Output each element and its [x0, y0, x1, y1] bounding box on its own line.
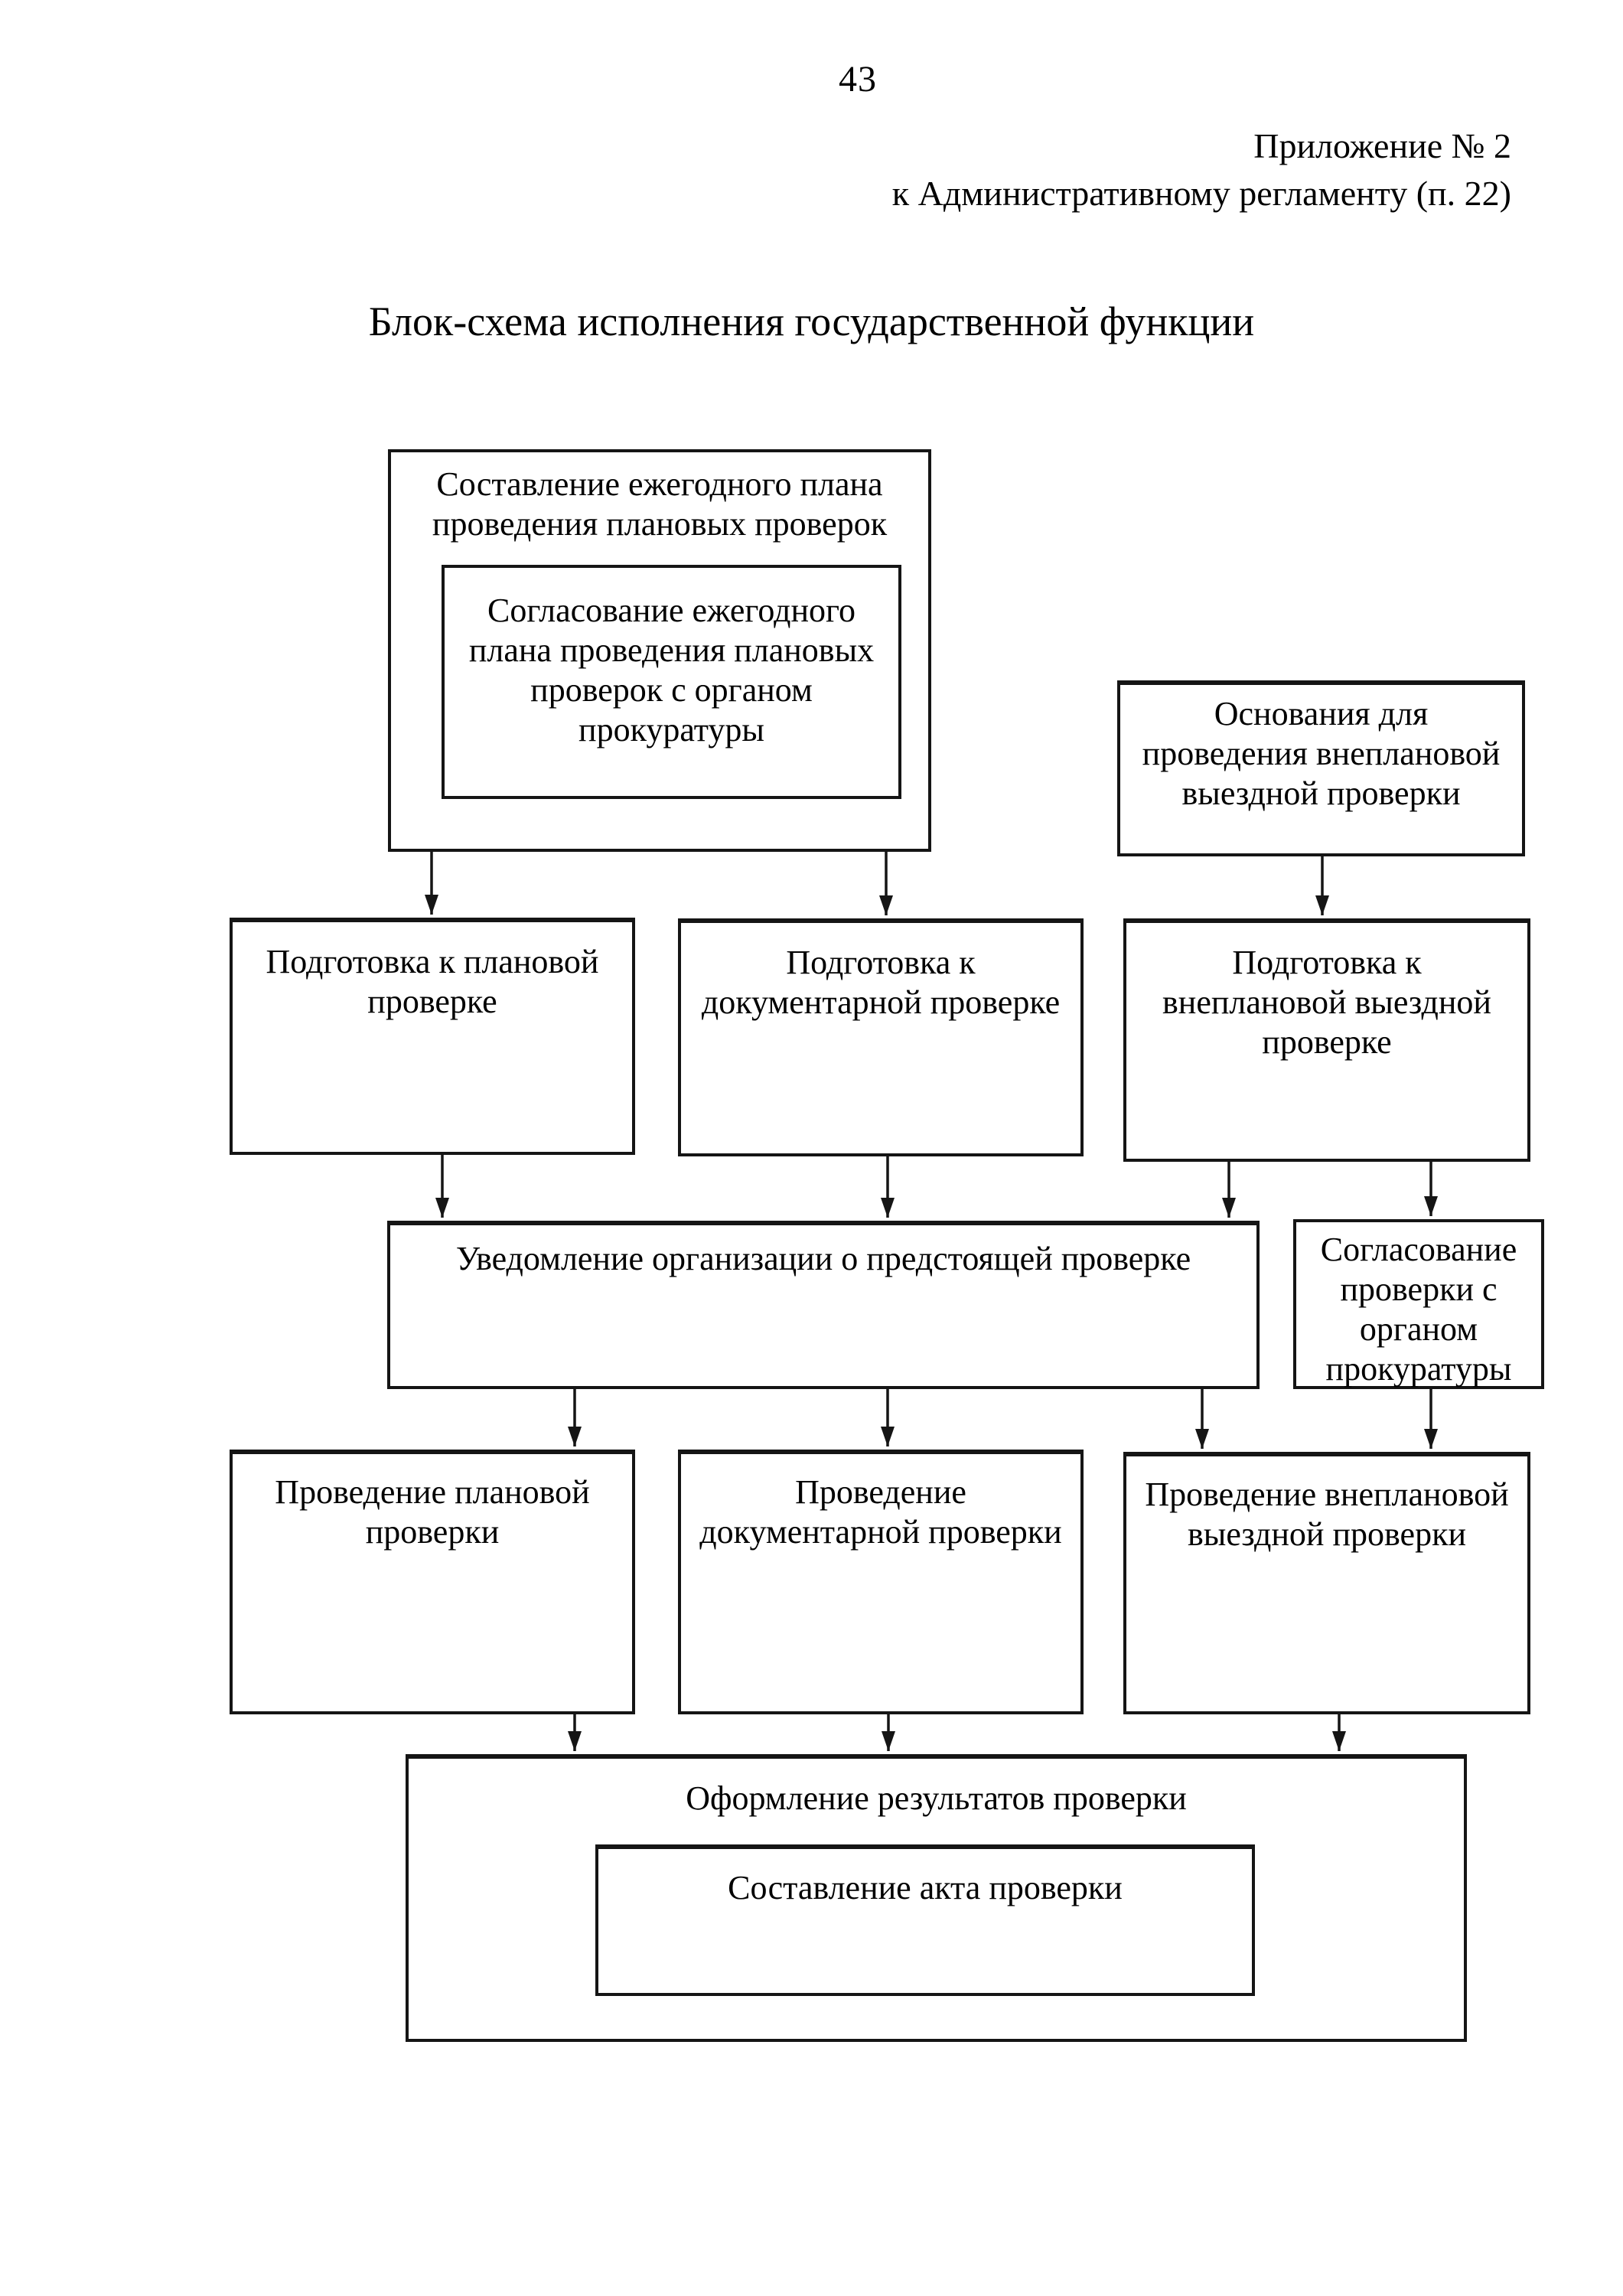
annex-line-2: к Административному регламенту (п. 22): [891, 174, 1511, 213]
box-unscheduled-grounds-label: Основания для проведения внеплановой вые…: [1142, 695, 1501, 812]
box-notification: Уведомление организации о предстоящей пр…: [387, 1221, 1260, 1389]
box-inspection-approval: Согласование проверки с органом прокурат…: [1293, 1219, 1544, 1389]
box-conduct-documentary: Проведение документарной проверки: [678, 1450, 1084, 1714]
box-prep-unscheduled: Подготовка к внеплановой выездной провер…: [1123, 918, 1530, 1162]
annex-line-1: Приложение № 2: [1253, 126, 1511, 165]
box-conduct-unscheduled: Проведение внеплановой выездной проверки: [1123, 1452, 1530, 1714]
box-act-composition-label: Составление акта проверки: [728, 1869, 1123, 1906]
box-notification-label: Уведомление организации о предстоящей пр…: [455, 1240, 1191, 1277]
box-conduct-planned: Проведение плановой проверки: [230, 1450, 635, 1714]
box-unscheduled-grounds: Основания для проведения внеплановой вые…: [1117, 680, 1525, 856]
annex-note: Приложение № 2 к Административному регла…: [892, 122, 1511, 217]
box-act-composition: Составление акта проверки: [595, 1844, 1255, 1996]
box-prep-unscheduled-label: Подготовка к внеплановой выездной провер…: [1162, 944, 1491, 1061]
box-conduct-unscheduled-label: Проведение внеплановой выездной проверки: [1145, 1476, 1509, 1553]
box-prep-planned-label: Подготовка к плановой проверке: [266, 943, 599, 1020]
box-prep-planned: Подготовка к плановой проверке: [230, 918, 635, 1155]
document-title: Блок-схема исполнения государственной фу…: [368, 298, 1255, 344]
box-annual-plan-approval-label: Согласование ежегодного плана проведения…: [468, 592, 875, 748]
box-annual-plan-composition-label: Составление ежегодного плана проведения …: [432, 465, 888, 543]
page-number: 43: [839, 59, 877, 99]
box-inspection-approval-label: Согласование проверки с органом прокурат…: [1320, 1231, 1517, 1388]
box-results-registration-label: Оформление результатов проверки: [686, 1779, 1187, 1817]
box-annual-plan-approval: Согласование ежегодного плана проведения…: [442, 565, 901, 799]
box-conduct-planned-label: Проведение плановой проверки: [275, 1473, 590, 1551]
box-prep-documentary: Подготовка к документарной проверке: [678, 918, 1084, 1156]
box-conduct-documentary-label: Проведение документарной проверки: [699, 1473, 1062, 1551]
box-prep-documentary-label: Подготовка к документарной проверке: [701, 944, 1061, 1021]
